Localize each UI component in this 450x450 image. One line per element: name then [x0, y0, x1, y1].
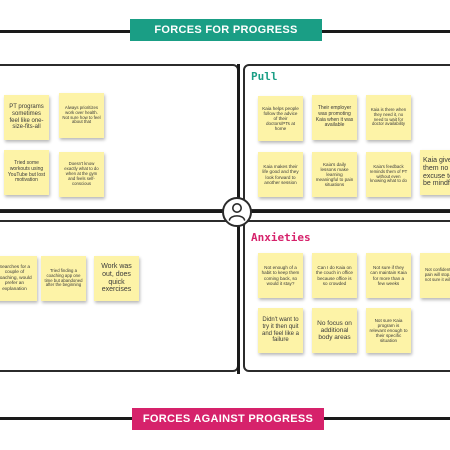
- sticky-note: Not enough of a habit to keep them comin…: [258, 253, 303, 298]
- sticky-note: PT programs sometimes feel like one-size…: [4, 95, 49, 140]
- sticky-note: Searches for a couple of coaching, would…: [0, 256, 37, 301]
- sticky-note: Kaia helps people follow the advice of t…: [258, 96, 303, 141]
- banner-label: FORCES AGAINST PROGRESS: [142, 413, 314, 425]
- sticky-note: Kaia is there when they need it, no need…: [366, 95, 411, 140]
- sticky-note: Kaia's feedback reminds them of PT witho…: [366, 152, 411, 197]
- sticky-note: Their employer was promoting Kaia when i…: [312, 95, 357, 140]
- sticky-note: No focus on additional body areas: [312, 308, 357, 353]
- sticky-note: Not sure Kaia program is relevant enough…: [366, 308, 411, 353]
- sticky-note: Work was out, does quick exercises: [94, 256, 139, 301]
- banner-label: FORCES FOR PROGRESS: [154, 24, 298, 36]
- pull-title: Pull: [251, 70, 278, 83]
- sticky-note: Kaia's daily lessons make learning meani…: [312, 152, 357, 197]
- sticky-note: Not confident their pain will stop. Kaia…: [420, 253, 450, 298]
- sticky-note: Tried some workouts using YouTube but lo…: [4, 150, 49, 195]
- sticky-note: Not sure if they can maintain Kaia for m…: [366, 253, 411, 298]
- anxieties-title: Anxieties: [251, 231, 311, 244]
- forces-for-progress-banner: FORCES FOR PROGRESS: [130, 19, 322, 41]
- sticky-note: Can I do Kaia on the couch in office bec…: [312, 253, 357, 298]
- sticky-note: Didn't want to try it then quit and feel…: [258, 308, 303, 353]
- sticky-note: Tried finding a coaching app one time bu…: [41, 256, 86, 301]
- forces-against-progress-banner: FORCES AGAINST PROGRESS: [132, 408, 324, 430]
- sticky-note: Kaia makes their life good and they look…: [258, 152, 303, 197]
- sticky-note: Doesn't know exactly what to do when at …: [59, 152, 104, 197]
- person-icon: [222, 197, 252, 227]
- sticky-note: Always prioritizes work over health. Not…: [59, 93, 104, 138]
- sticky-note: Kaia gives them no excuse to be mindful: [420, 150, 450, 195]
